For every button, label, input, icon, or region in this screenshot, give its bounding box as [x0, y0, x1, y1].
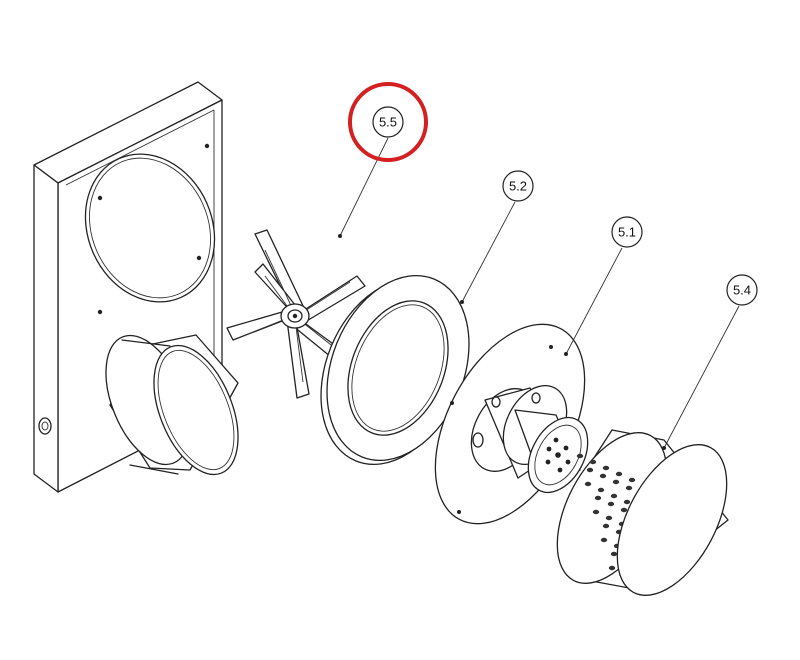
perforation-hole: [620, 507, 628, 513]
ring-plate: [320, 274, 470, 466]
leader-5-2: [461, 201, 516, 303]
leader-5-5: [339, 137, 389, 237]
callout-label: 5.2: [509, 179, 527, 194]
callout-5-1: 5.1: [611, 216, 643, 248]
filter-cylinder: [556, 429, 729, 596]
perforation-hole: [610, 551, 618, 557]
perforation-hole: [625, 485, 633, 491]
perforation-hole: [592, 509, 600, 515]
perforation-hole: [623, 499, 631, 505]
callout-label: 5.4: [733, 283, 751, 298]
highlight-circle: [348, 82, 428, 162]
perforation-hole: [576, 453, 584, 459]
perforation-hole: [608, 565, 616, 571]
perforation-hole: [586, 467, 594, 473]
perforation-hole: [594, 495, 602, 501]
perforation-hole: [615, 471, 623, 477]
callout-5-2: 5.2: [502, 170, 534, 202]
leader-5-4: [663, 305, 740, 449]
leader-5-1: [565, 247, 623, 355]
perforation-hole: [605, 515, 613, 521]
perforation-hole: [602, 465, 610, 471]
leader-lines: [338, 137, 740, 450]
motor: [470, 385, 589, 494]
perforation-hole: [589, 459, 597, 465]
callout-5-4: 5.4: [726, 274, 758, 306]
perforation-hole: [602, 523, 610, 529]
callout-label: 5.1: [618, 225, 636, 240]
perforation-hole: [597, 487, 605, 493]
fan-impeller: [226, 229, 366, 399]
perforation-hole: [584, 481, 592, 487]
callout-label: 5.5: [379, 115, 397, 130]
perforation-hole: [599, 473, 607, 479]
perforation-hole: [600, 537, 608, 543]
knob-icon: [38, 417, 52, 435]
perforation-hole: [612, 479, 620, 485]
perforation-hole: [628, 477, 636, 483]
callout-5-5: 5.5: [348, 82, 428, 162]
perforation-hole: [607, 501, 615, 507]
perforation-hole: [610, 493, 618, 499]
cylinder-collar: [105, 334, 239, 476]
